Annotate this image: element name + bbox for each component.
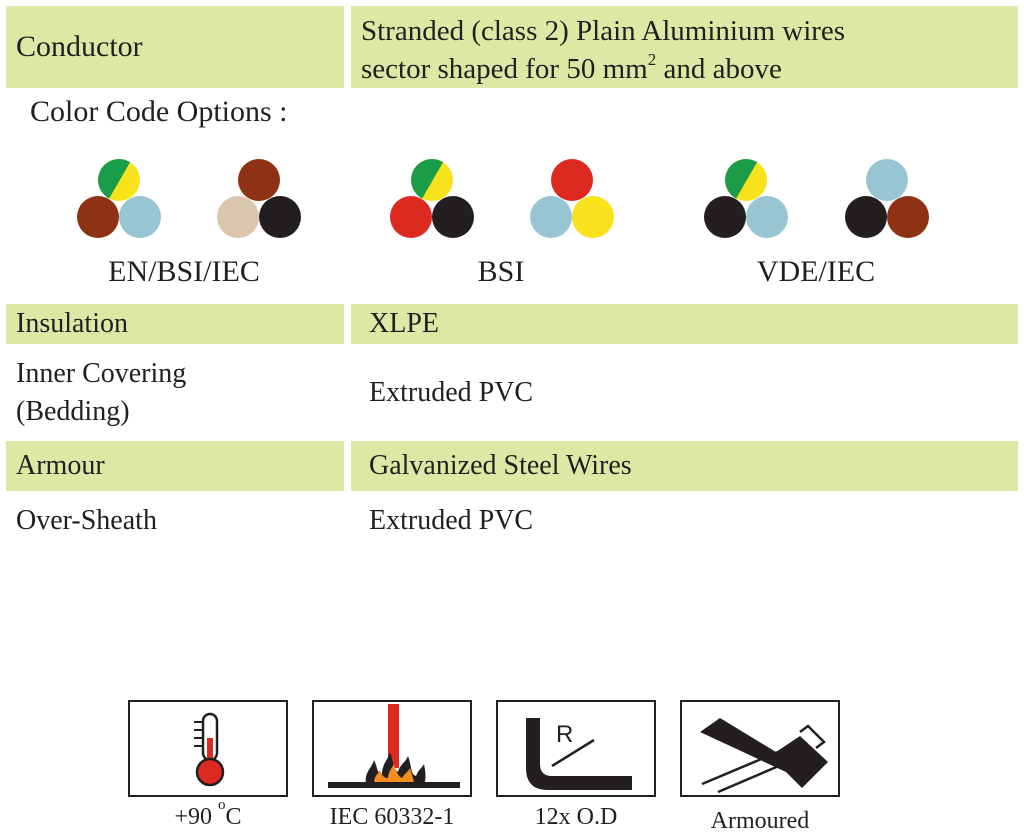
thermometer-label: +90 oC — [126, 798, 290, 832]
conductor-label: Conductor — [6, 6, 344, 88]
armour-icon — [700, 718, 828, 794]
insulation-value: XLPE — [351, 304, 1018, 344]
standard-label-en: EN/BSI/IEC — [108, 255, 260, 288]
core-group-vde-2 — [845, 159, 929, 238]
standard-label-vde: VDE/IEC — [756, 255, 876, 288]
core-circle — [77, 196, 119, 238]
conductor-value-line1: Stranded (class 2) Plain Aluminium wires — [361, 15, 846, 47]
conductor-value: Stranded (class 2) Plain Aluminium wires… — [351, 6, 1018, 88]
thermometer-icon-box — [128, 700, 288, 797]
bedding-label-line1: Inner Covering — [16, 358, 187, 389]
oversheath-value: Extruded PVC — [369, 504, 534, 536]
flame-icon-box — [312, 700, 472, 797]
green-yellow-core — [725, 159, 767, 201]
temperature-unit: C — [225, 804, 242, 830]
core-group-bsi-1 — [390, 159, 474, 238]
core-group-en-2 — [217, 159, 301, 238]
core-group-vde-1 — [704, 159, 788, 238]
insulation-row: Insulation XLPE — [6, 304, 1018, 344]
armour-row: Armour Galvanized Steel Wires — [6, 441, 1018, 491]
bend-radius-icon: R — [526, 718, 632, 790]
bend-radius-label: 12x O.D — [534, 804, 618, 830]
thermometer-icon — [194, 712, 225, 787]
core-circle — [217, 196, 259, 238]
oversheath-label: Over-Sheath — [16, 504, 157, 536]
bedding-label-line2: (Bedding) — [16, 396, 130, 427]
conductor-row: Conductor Stranded (class 2) Plain Alumi… — [6, 6, 1018, 88]
oversheath-row: Over-Sheath Extruded PVC — [6, 498, 1018, 543]
core-group-en-1 — [77, 159, 161, 238]
degree-superscript: o — [218, 797, 226, 813]
core-circle — [259, 196, 301, 238]
conductor-value-line2-pre: sector shaped for 50 mm — [361, 53, 648, 85]
insulation-label: Insulation — [6, 304, 344, 344]
armour-label: Armour — [6, 441, 344, 491]
core-circle — [704, 196, 746, 238]
radius-letter: R — [556, 721, 573, 748]
color-code-swatches — [77, 159, 929, 238]
bedding-value: Extruded PVC — [369, 377, 534, 408]
core-circle — [390, 196, 432, 238]
conductor-value-line2-post: and above — [656, 53, 782, 85]
core-circle — [530, 196, 572, 238]
standard-label-bsi: BSI — [477, 255, 525, 288]
flame-label: IEC 60332-1 — [329, 804, 455, 830]
color-code-title: Color Code Options : — [30, 95, 288, 128]
armour-icon-box — [680, 700, 840, 797]
armour-value: Galvanized Steel Wires — [351, 441, 1018, 491]
core-group-bsi-2 — [530, 159, 614, 238]
conductor-value-line2: sector shaped for 50 mm2 and above — [361, 50, 845, 88]
green-yellow-core — [98, 159, 140, 201]
flame-icon — [328, 704, 460, 788]
bedding-label: Inner Covering (Bedding) — [6, 352, 344, 434]
bend-radius-icon-box: R — [496, 700, 656, 797]
core-circle — [845, 196, 887, 238]
bedding-row: Inner Covering (Bedding) Extruded PVC — [6, 352, 1018, 434]
core-circle — [119, 196, 161, 238]
core-circle — [572, 196, 614, 238]
core-circle — [746, 196, 788, 238]
core-circle — [432, 196, 474, 238]
unit-superscript: 2 — [647, 50, 657, 70]
armour-label-icon: Armoured — [710, 808, 810, 834]
core-circle — [551, 159, 593, 201]
temperature-value: +90 — [174, 804, 219, 830]
core-circle — [238, 159, 280, 201]
core-circle — [866, 159, 908, 201]
green-yellow-core — [411, 159, 453, 201]
core-circle — [887, 196, 929, 238]
